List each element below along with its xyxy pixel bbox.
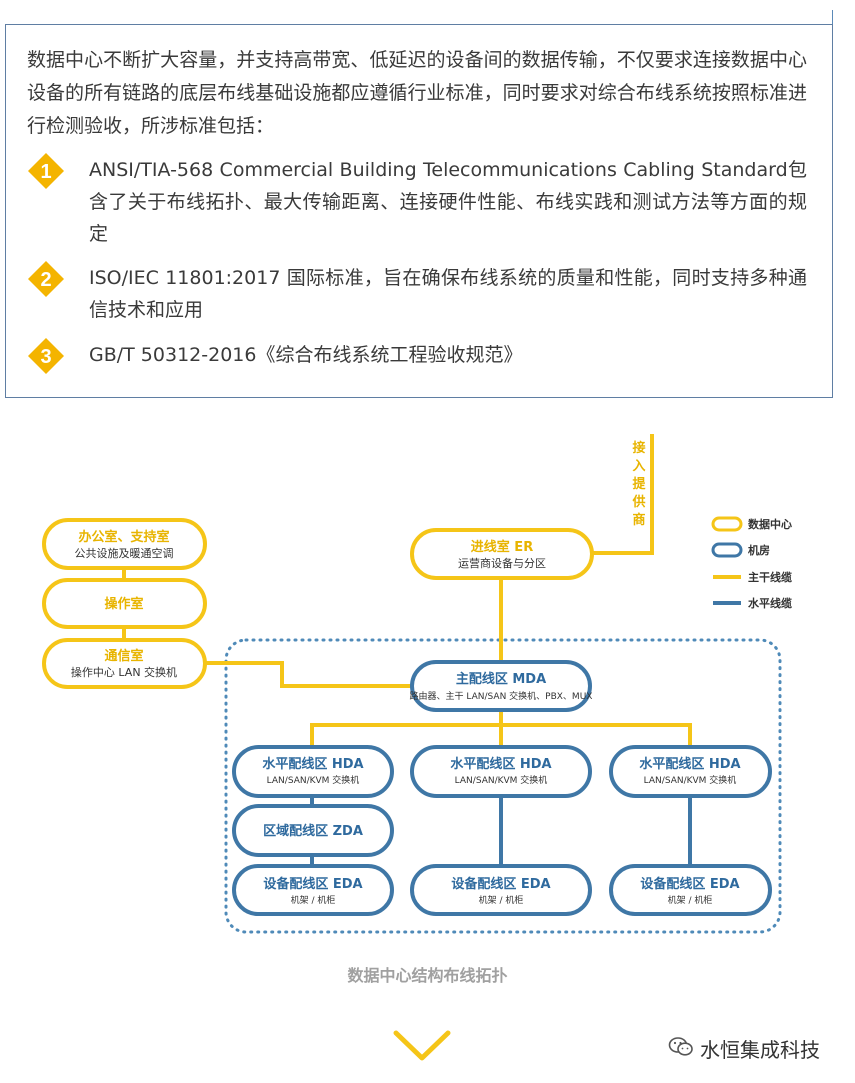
standard-text-1: ANSI/TIA-568 Commercial Building Telecom…: [89, 159, 807, 245]
svg-text:机架 / 机柜: 机架 / 机柜: [479, 894, 524, 906]
node-hda-1: 水平配线区 HDA LAN/SAN/KVM 交换机: [232, 745, 394, 798]
legend-room-label: 机房: [748, 543, 770, 557]
node-eda-3: 设备配线区 EDA 机架 / 机柜: [609, 864, 772, 916]
svg-text:进线室 ER: 进线室 ER: [471, 539, 533, 555]
svg-text:LAN/SAN/KVM 交换机: LAN/SAN/KVM 交换机: [455, 774, 548, 786]
svg-text:LAN/SAN/KVM 交换机: LAN/SAN/KVM 交换机: [644, 774, 737, 786]
svg-text:设备配线区 EDA: 设备配线区 EDA: [640, 876, 739, 892]
svg-text:机架 / 机柜: 机架 / 机柜: [291, 894, 336, 906]
svg-text:运营商设备与分区: 运营商设备与分区: [458, 556, 546, 570]
standards-box: [5, 24, 833, 398]
node-office: 办公室、支持室 公共设施及暖通空调: [42, 518, 207, 570]
svg-text:办公室、支持室: 办公室、支持室: [78, 529, 169, 545]
svg-text:商: 商: [632, 512, 645, 528]
node-ops: 操作室: [42, 578, 207, 629]
legend-backbone-label: 主干线缆: [748, 570, 792, 584]
chevron-down-icon[interactable]: [393, 1030, 451, 1066]
svg-text:路由器、主干 LAN/SAN 交换机、PBX、MUX: 路由器、主干 LAN/SAN 交换机、PBX、MUX: [410, 690, 593, 702]
node-telecom: 通信室 操作中心 LAN 交换机: [42, 638, 207, 689]
svg-text:接: 接: [632, 440, 645, 456]
legend-datacenter-swatch: [711, 516, 743, 532]
topology-diagram: 接 入 提 供 商 办公室、支持室 公共设施及暖通空调 操作室 通信室 操作中心…: [42, 434, 792, 934]
svg-text:主配线区 MDA: 主配线区 MDA: [456, 671, 546, 687]
node-eda-2: 设备配线区 EDA 机架 / 机柜: [410, 864, 592, 916]
legend-room-swatch: [711, 542, 743, 558]
datacenter-boundary: [224, 638, 782, 934]
standard-text-2: ISO/IEC 11801:2017 国际标准，旨在确保布线系统的质量和性能，同…: [89, 267, 807, 321]
provider-label: 接 入 提 供 商: [631, 440, 646, 528]
node-zda: 区域配线区 ZDA: [232, 804, 394, 857]
legend-horizontal-label: 水平线缆: [748, 596, 792, 610]
badge-2-number: 2: [40, 269, 51, 291]
svg-text:入: 入: [632, 459, 645, 474]
node-mda: 主配线区 MDA 路由器、主干 LAN/SAN 交换机、PBX、MUX: [410, 660, 593, 712]
svg-text:通信室: 通信室: [104, 648, 143, 664]
svg-text:机架 / 机柜: 机架 / 机柜: [668, 894, 713, 906]
node-hda-3: 水平配线区 HDA LAN/SAN/KVM 交换机: [609, 745, 772, 798]
svg-text:提: 提: [632, 476, 646, 492]
legend: 数据中心 机房 主干线缆 水平线缆: [711, 516, 792, 610]
diagram-caption: 数据中心结构布线拓扑: [347, 966, 508, 985]
backbone-lines: [122, 434, 692, 749]
svg-text:公共设施及暖通空调: 公共设施及暖通空调: [75, 546, 174, 560]
wechat-icon: [668, 1036, 694, 1062]
standard-text-3: GB/T 50312-2016《综合布线系统工程验收规范》: [89, 344, 523, 366]
svg-text:设备配线区 EDA: 设备配线区 EDA: [451, 876, 550, 892]
badge-3-number: 3: [40, 346, 51, 368]
number-badge-2-icon: 2: [27, 260, 65, 298]
legend-datacenter-label: 数据中心: [748, 517, 792, 531]
number-badge-1-icon: 1: [27, 152, 65, 190]
svg-text:操作室: 操作室: [104, 596, 143, 612]
svg-text:LAN/SAN/KVM 交换机: LAN/SAN/KVM 交换机: [267, 774, 360, 786]
svg-text:水平配线区 HDA: 水平配线区 HDA: [639, 756, 740, 772]
svg-text:供: 供: [631, 494, 645, 510]
svg-text:水平配线区 HDA: 水平配线区 HDA: [450, 756, 551, 772]
intro-paragraph: 数据中心不断扩大容量，并支持高带宽、低延迟的设备间的数据传输，不仅要求连接数据中…: [27, 49, 807, 137]
top-divider: [832, 10, 833, 26]
svg-text:操作中心 LAN 交换机: 操作中心 LAN 交换机: [71, 665, 177, 679]
badge-1-number: 1: [40, 161, 51, 183]
svg-text:水平配线区 HDA: 水平配线区 HDA: [262, 756, 363, 772]
svg-text:区域配线区 ZDA: 区域配线区 ZDA: [263, 823, 363, 839]
brand-watermark: 水恒集成科技: [668, 1034, 820, 1063]
brand-name: 水恒集成科技: [700, 1038, 820, 1062]
node-er: 进线室 ER 运营商设备与分区: [410, 528, 594, 580]
node-eda-1: 设备配线区 EDA 机架 / 机柜: [232, 864, 394, 916]
svg-text:设备配线区 EDA: 设备配线区 EDA: [263, 876, 362, 892]
number-badge-3-icon: 3: [27, 337, 65, 375]
node-hda-2: 水平配线区 HDA LAN/SAN/KVM 交换机: [410, 745, 592, 798]
